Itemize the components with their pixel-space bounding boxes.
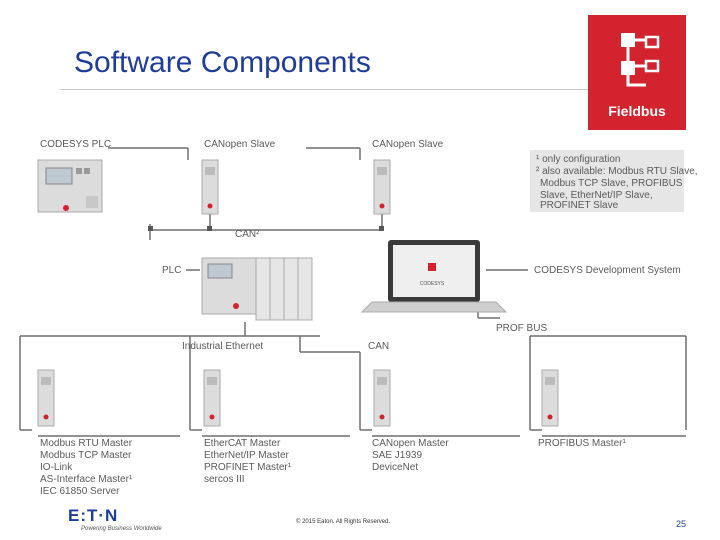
- codesys-plc-device: [37, 159, 103, 213]
- bus-node: [207, 226, 212, 231]
- note-line: Modbus TCP Slave, PROFIBUS: [540, 178, 683, 189]
- canopen-slave-label-1: CANopen Slave: [204, 139, 276, 150]
- note-line: PROFINET Slave: [540, 200, 619, 211]
- device-protocol: DeviceNet: [372, 462, 418, 473]
- profibus-label: PROF BUS: [496, 323, 547, 334]
- copyright: © 2015 Eaton. All Rights Reserved.: [296, 519, 391, 525]
- fieldbus-label: Fieldbus: [608, 103, 666, 119]
- codesys-plc-label: CODESYS PLC: [40, 139, 111, 150]
- title-divider: [60, 89, 588, 90]
- page-number: 25: [676, 519, 687, 529]
- plc-device: [201, 257, 313, 321]
- dev-system-label: CODESYS Development System: [534, 265, 681, 276]
- bus-node: [379, 226, 384, 231]
- device-protocol: EtherNet/IP Master: [204, 450, 290, 461]
- fieldbus-icon: [621, 33, 660, 87]
- device-protocol: IEC 61850 Server: [40, 486, 120, 497]
- device-protocol: Modbus RTU Master: [40, 438, 133, 449]
- device-protocol: IO-Link: [40, 462, 73, 473]
- device-protocol: Modbus TCP Master: [40, 450, 132, 461]
- canopen-slave-device-1: [201, 159, 219, 215]
- device-protocol: EtherCAT Master: [204, 438, 281, 449]
- canopen-slave-device-2: [373, 159, 391, 215]
- bottom-device-4: [541, 369, 559, 427]
- device-protocol: AS-Interface Master¹: [40, 474, 133, 485]
- eaton-logo: E:T·N: [68, 506, 119, 525]
- bus-node: [148, 226, 153, 231]
- device-protocol: PROFINET Master¹: [204, 462, 292, 473]
- bottom-device-2: [203, 369, 221, 427]
- industrial-ethernet-label: Industrial Ethernet: [182, 341, 263, 352]
- can-label: CAN: [368, 341, 389, 352]
- fieldbus-badge: Fieldbus: [588, 15, 686, 130]
- canopen-slave-label-2: CANopen Slave: [372, 139, 444, 150]
- note-line: Slave, EtherNet/IP Slave,: [540, 190, 653, 201]
- device-protocol: sercos III: [204, 474, 245, 485]
- bottom-device-3: [373, 369, 391, 427]
- can2-label: CAN²: [235, 229, 260, 240]
- device-protocol: PROFIBUS Master¹: [538, 438, 626, 449]
- device-protocol: SAE J1939: [372, 450, 422, 461]
- note-line: ¹ only configuration: [536, 154, 621, 165]
- notes-box: [530, 150, 684, 212]
- laptop-brand: CODESYS: [420, 281, 445, 287]
- eaton-tagline: Powering Business Worldwide: [81, 526, 162, 532]
- plc-label: PLC: [162, 265, 181, 276]
- device-protocol: CANopen Master: [372, 438, 449, 449]
- bottom-device-1: [37, 369, 55, 427]
- note-line: ² also available: Modbus RTU Slave,: [536, 166, 698, 177]
- laptop-icon: CODESYS: [360, 240, 508, 313]
- page-title: Software Components: [74, 46, 371, 79]
